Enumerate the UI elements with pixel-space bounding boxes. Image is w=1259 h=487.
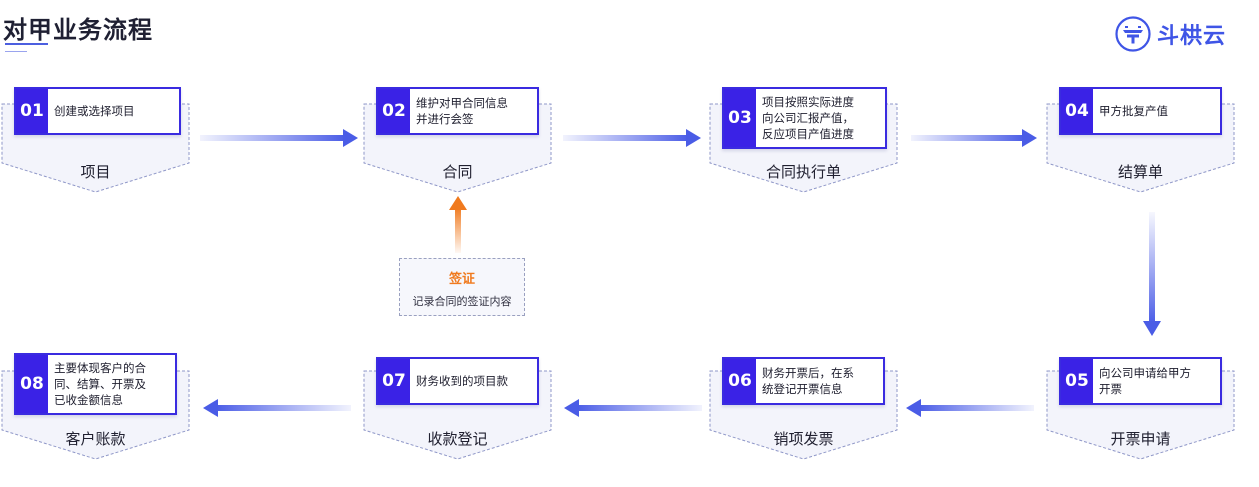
brand-logo: 斗栱云 <box>1114 15 1226 53</box>
step-number: 04 <box>1061 89 1093 133</box>
step-number: 02 <box>378 89 410 133</box>
dougong-logo-icon <box>1115 16 1151 52</box>
brand-name: 斗栱云 <box>1157 24 1227 49</box>
arrow-right-icon <box>200 129 358 147</box>
step-description: 创建或选择项目 <box>54 104 135 118</box>
step-label: 项目 <box>80 163 111 181</box>
step-label: 合同 <box>442 163 473 181</box>
title-underline-accent <box>5 51 27 52</box>
step-label: 结算单 <box>1117 163 1163 181</box>
step-number: 06 <box>724 359 756 403</box>
step-04-card: 04 甲方批复产值 <box>1059 87 1222 135</box>
title-underline <box>5 43 48 45</box>
page-title: 对甲业务流程 <box>3 16 153 44</box>
step-description: 主要体现客户的合 同、结算、开票及 已收金额信息 <box>54 361 146 407</box>
step-number: 08 <box>16 355 48 413</box>
step-description: 维护对甲合同信息 并进行会签 <box>416 96 508 126</box>
arrow-left-icon <box>203 399 351 417</box>
step-03-card: 03 项目按照实际进度 向公司汇报产值， 反应项目产值进度 <box>722 87 887 149</box>
step-label: 合同执行单 <box>765 163 841 181</box>
arrow-down-icon <box>1143 212 1161 336</box>
step-number: 05 <box>1061 359 1093 403</box>
visa-title: 签证 <box>448 272 475 287</box>
step-08-card: 08 主要体现客户的合 同、结算、开票及 已收金额信息 <box>14 353 177 415</box>
step-description: 财务收到的项目款 <box>416 374 508 388</box>
step-05-card: 05 向公司申请给甲方 开票 <box>1059 357 1222 405</box>
visa-description: 记录合同的签证内容 <box>412 295 512 308</box>
arrow-right-icon <box>911 129 1037 147</box>
step-07-card: 07 财务收到的项目款 <box>376 357 539 405</box>
step-label: 收款登记 <box>427 430 488 448</box>
arrow-up-icon <box>449 196 467 253</box>
arrow-left-icon <box>906 399 1034 417</box>
step-description: 财务开票后，在系 统登记开票信息 <box>762 366 854 396</box>
step-description: 项目按照实际进度 向公司汇报产值， 反应项目产值进度 <box>762 95 854 141</box>
step-number: 03 <box>724 89 756 147</box>
arrow-left-icon <box>564 399 702 417</box>
step-description: 甲方批复产值 <box>1099 104 1168 118</box>
step-label: 销项发票 <box>773 430 834 448</box>
step-label: 开票申请 <box>1110 430 1171 448</box>
step-01-card: 01 创建或选择项目 <box>14 87 181 135</box>
step-label: 客户账款 <box>65 430 126 448</box>
visa-box: 签证 记录合同的签证内容 <box>399 258 525 316</box>
step-02-card: 02 维护对甲合同信息 并进行会签 <box>376 87 539 135</box>
step-06-card: 06 财务开票后，在系 统登记开票信息 <box>722 357 885 405</box>
arrow-right-icon <box>563 129 701 147</box>
step-number: 01 <box>16 89 48 133</box>
step-description: 向公司申请给甲方 开票 <box>1099 366 1191 396</box>
step-number: 07 <box>378 359 410 403</box>
